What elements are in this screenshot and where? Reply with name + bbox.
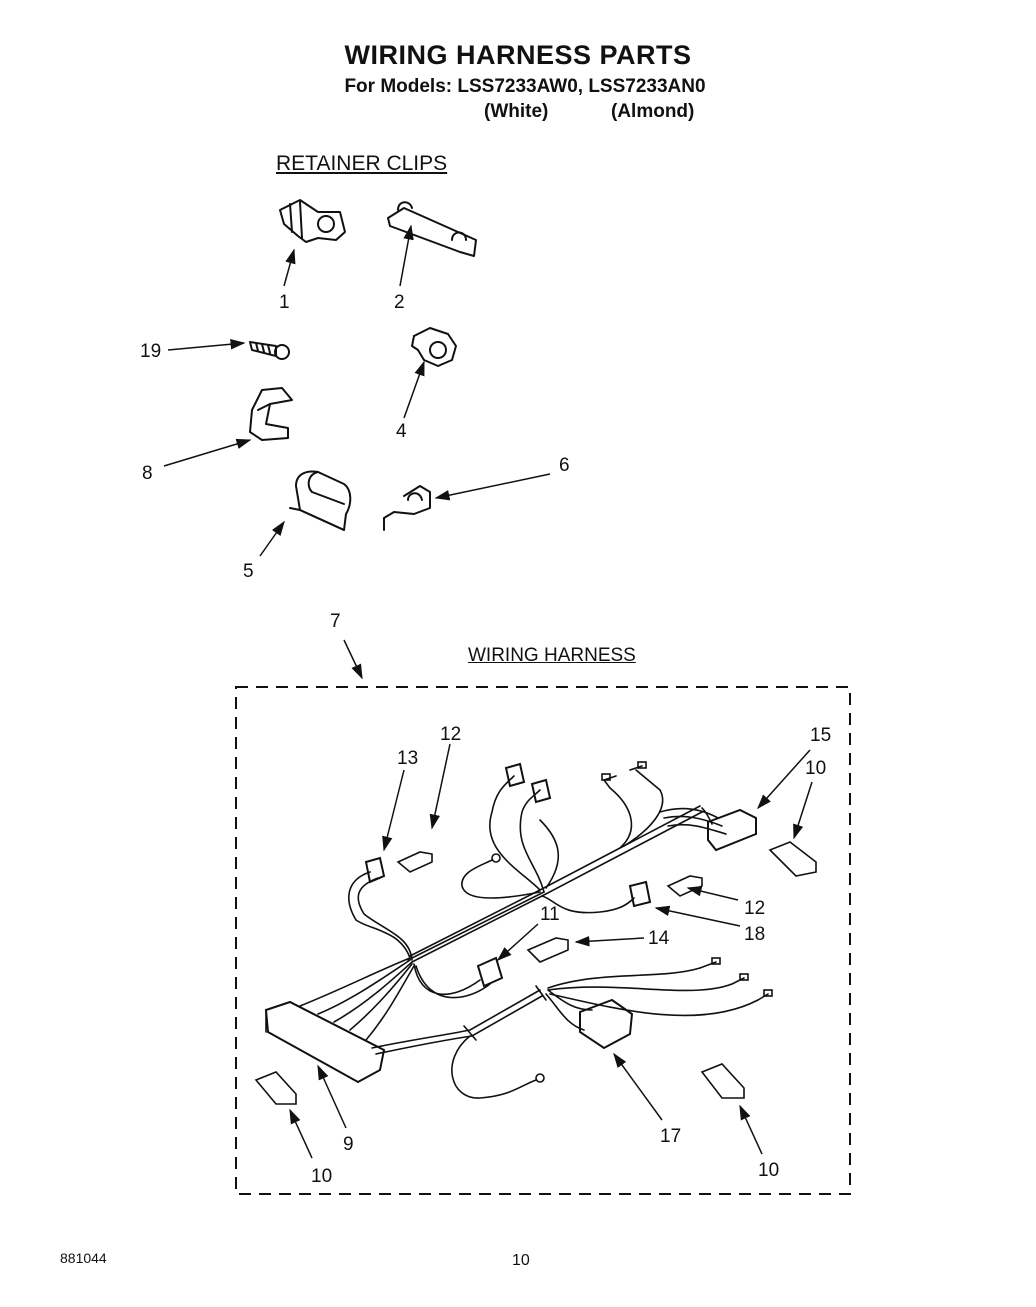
terminal-10-lower-right [700, 1063, 745, 1099]
wiring-harness-assembly [254, 761, 817, 1105]
harness-dashed-frame [235, 686, 851, 1195]
callout-12-right: 12 [744, 898, 766, 919]
leader-arrow-17 [613, 1052, 663, 1121]
callout-18: 18 [744, 924, 766, 945]
document-code: 881044 [60, 1250, 107, 1266]
leader-arrow-7 [343, 639, 363, 680]
callout-1: 1 [279, 292, 290, 313]
retainer-clip-6 [383, 485, 431, 531]
callout-10-lower-right: 10 [758, 1160, 780, 1181]
leader-arrow-9 [317, 1064, 347, 1129]
leader-arrow-10b [289, 1108, 313, 1159]
callout-13: 13 [397, 748, 419, 769]
callout-17: 17 [660, 1126, 682, 1147]
callout-11: 11 [540, 904, 560, 925]
page-number: 10 [512, 1252, 530, 1269]
leader-arrow-13 [382, 769, 405, 852]
leader-arrow-4 [403, 360, 425, 419]
leader-arrow-10c [739, 1104, 763, 1155]
callout-10-lower-left: 10 [311, 1166, 333, 1187]
callout-10-upper-right: 10 [805, 758, 827, 779]
color-white-label: (White) [484, 101, 549, 122]
leader-arrow-10a [793, 781, 813, 840]
callout-5: 5 [243, 561, 254, 582]
callout-7: 7 [330, 611, 341, 632]
terminal-10-upper-right [768, 841, 817, 877]
sleeve-5 [289, 470, 352, 531]
callout-9: 9 [343, 1134, 354, 1155]
callout-15: 15 [810, 725, 832, 746]
retainer-clip-4 [411, 327, 457, 367]
leader-arrow-19 [167, 339, 246, 351]
callout-8: 8 [142, 463, 153, 484]
color-almond-label: (Almond) [611, 101, 695, 122]
terminal-12-right [666, 875, 703, 897]
leader-arrow-5 [259, 520, 285, 557]
callout-2: 2 [394, 292, 405, 313]
leader-arrow-11 [496, 923, 539, 962]
model-numbers: For Models: LSS7233AW0, LSS7233AN0 [344, 76, 706, 97]
leader-arrow-14 [574, 935, 645, 947]
retainer-clip-2 [387, 201, 477, 257]
page-title: WIRING HARNESS PARTS [344, 40, 692, 70]
section-heading-wiring-harness: WIRING HARNESS [468, 645, 636, 666]
leader-arrow-15 [756, 749, 811, 810]
leader-arrow-18 [654, 905, 741, 927]
callout-14: 14 [648, 928, 670, 949]
leader-arrow-1 [283, 248, 296, 287]
leader-arrow-6 [434, 473, 551, 501]
terminal-14 [526, 937, 569, 963]
callout-4: 4 [396, 421, 407, 442]
retainer-clip-8 [249, 387, 293, 441]
section-heading-retainer-clips: RETAINER CLIPS [276, 152, 448, 175]
leader-arrow-12b [686, 886, 739, 901]
leader-arrow-2 [399, 224, 414, 287]
leader-arrow-12a [429, 743, 451, 830]
callout-19: 19 [140, 341, 162, 362]
callout-12-upper: 12 [440, 724, 462, 745]
screw-19 [249, 341, 290, 360]
terminal-12-left [396, 851, 433, 873]
leader-arrow-8 [163, 438, 252, 467]
terminal-10-lower-left [254, 1071, 297, 1105]
retainer-clip-1 [279, 199, 346, 243]
callout-6: 6 [559, 455, 570, 476]
